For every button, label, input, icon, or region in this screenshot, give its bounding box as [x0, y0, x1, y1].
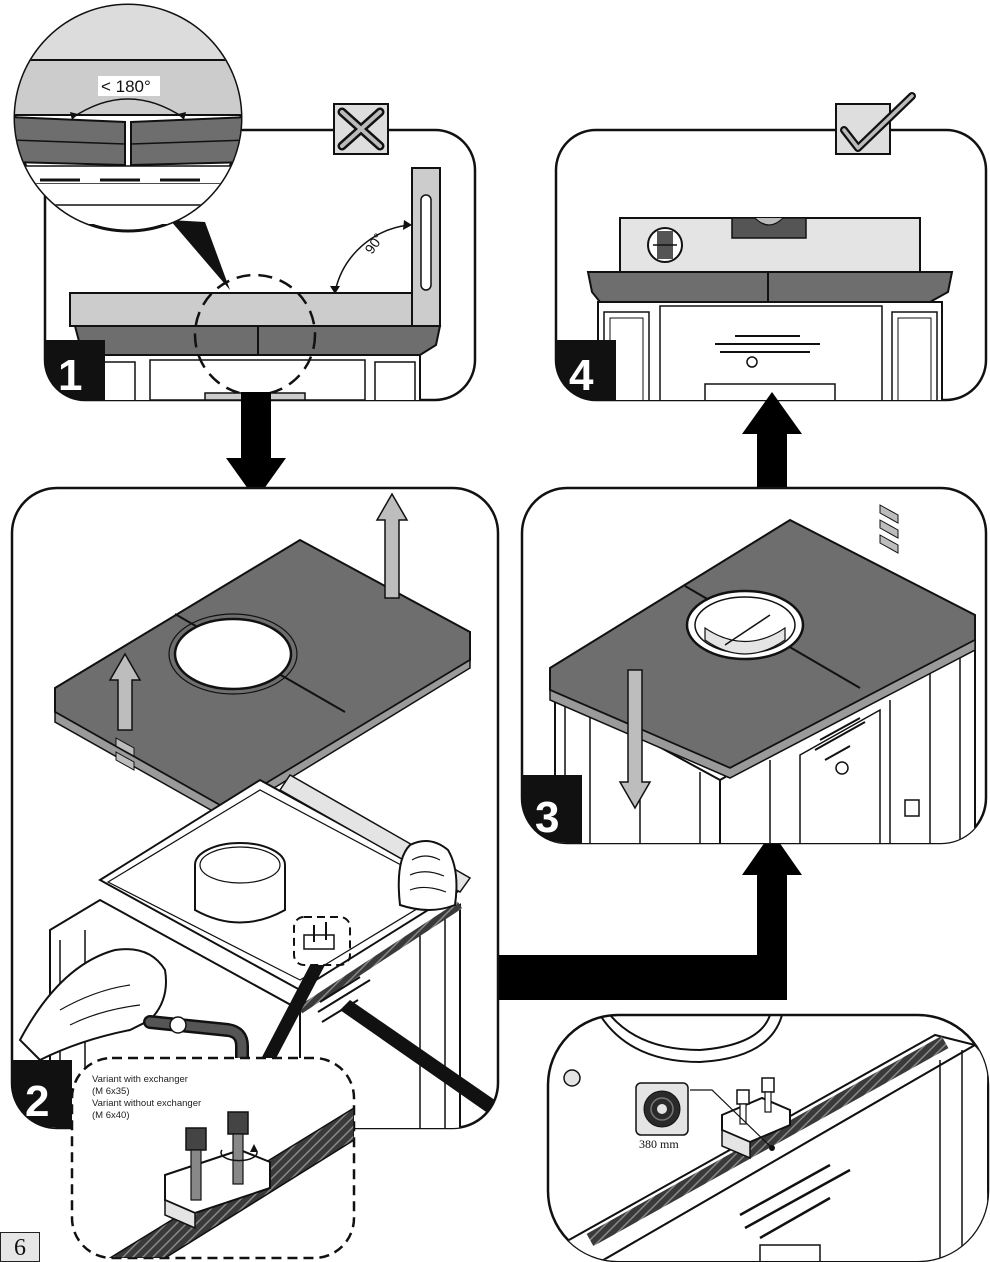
panel-step-2: 2 [10, 486, 500, 1130]
variant-with-exchanger-screw: (M 6x35) [92, 1086, 129, 1097]
panel-step-4: 4 [554, 92, 988, 402]
angle-180-label: < 180° [101, 77, 151, 96]
gasket-detail-panel: 380 mm [546, 1013, 990, 1262]
panel-step-3: 3 [520, 486, 988, 845]
gasket-roll-icon [635, 1082, 689, 1136]
variant-without-exchanger-screw: (M 6x40) [92, 1110, 129, 1121]
step-4-number: 4 [569, 351, 594, 400]
variant-with-exchanger-label: Variant with exchanger [92, 1074, 188, 1085]
variant-without-exchanger-label: Variant without exchanger [92, 1098, 201, 1109]
screw-variant-callout: Variant with exchanger (M 6x35) Variant … [70, 1056, 356, 1260]
gasket-length-label: 380 mm [639, 1137, 679, 1151]
step-3-number: 3 [535, 793, 559, 842]
step-2-number: 2 [25, 1077, 49, 1126]
step-1-number: 1 [58, 351, 82, 400]
page-number: 6 [0, 1232, 40, 1262]
cross-mark-icon [333, 103, 389, 155]
check-mark-icon [835, 92, 916, 155]
flow-arrows [226, 392, 802, 1000]
